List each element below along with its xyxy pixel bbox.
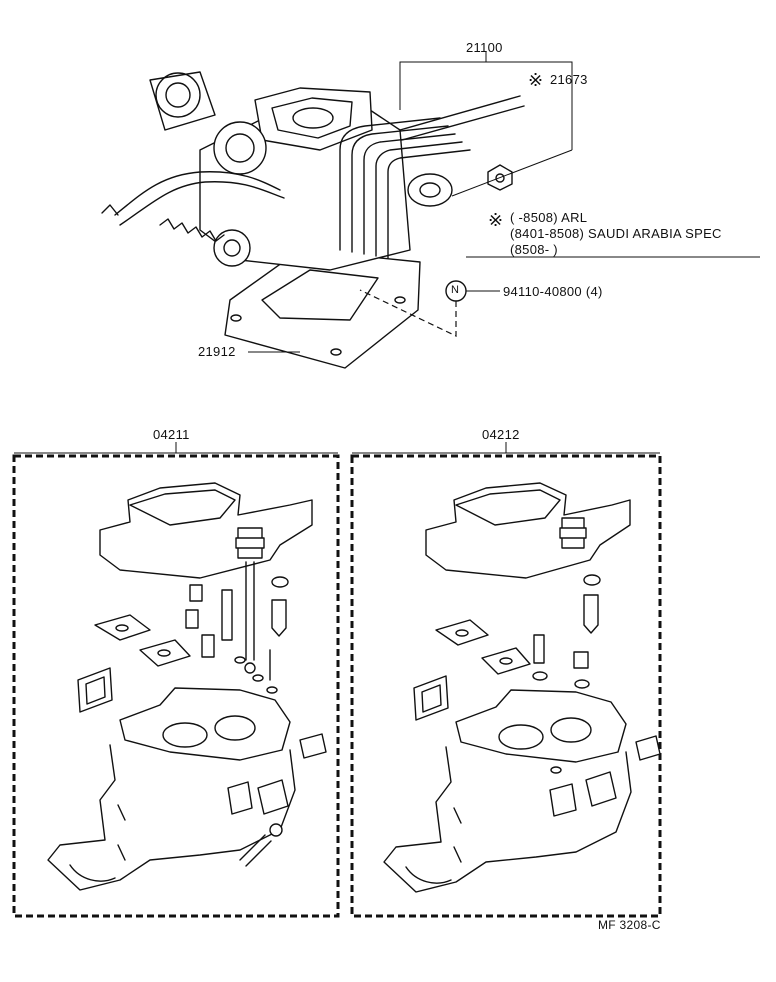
label-21100: 21100	[466, 40, 503, 55]
label-kit-04211: 04211	[153, 427, 190, 442]
nut-symbol-icon: N	[451, 284, 460, 296]
kit-right-parts	[383, 482, 661, 893]
star-symbol-icon: ※	[528, 70, 544, 90]
note-line-1: ( -8508) ARL	[510, 210, 588, 225]
note-line-2: (8401-8508) SAUDI ARABIA SPEC	[510, 226, 722, 241]
kit-frame-left	[12, 442, 340, 918]
note-star-icon: ※	[488, 210, 504, 230]
label-21912: 21912	[198, 344, 236, 359]
kit-left-parts	[47, 482, 327, 891]
note-line-3: (8508- )	[510, 242, 558, 257]
carburetor-assembly	[101, 52, 760, 369]
drawing-id: MF 3208-C	[598, 918, 661, 932]
kit-frame-right	[350, 442, 662, 918]
label-nut-part: 94110-40800 (4)	[503, 284, 603, 299]
label-kit-04212: 04212	[482, 427, 520, 442]
label-21673: 21673	[550, 72, 588, 87]
